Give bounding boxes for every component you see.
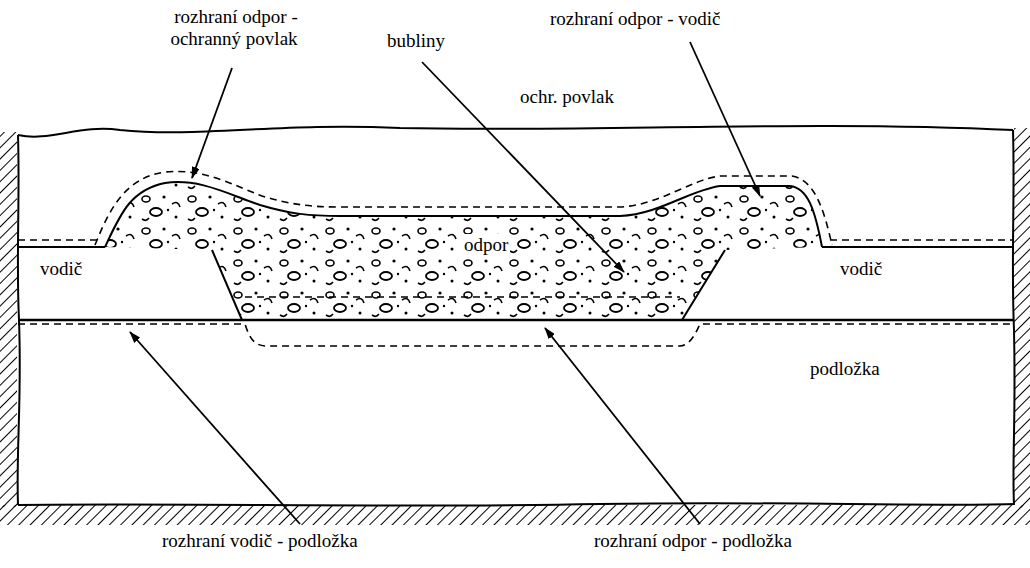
label-text: odpor — [462, 234, 510, 255]
label-text: rozhraní vodič - podložka — [160, 530, 360, 551]
leader-label: rozhraní odpor - ochranný povlak — [150, 6, 320, 50]
leader-label: bubliny — [385, 30, 447, 52]
label-text: bubliny — [385, 30, 447, 51]
layer-label: vodič — [838, 258, 884, 280]
layer-label: vodič — [38, 258, 84, 280]
label-text: vodič — [38, 258, 84, 279]
label-text: podložka — [808, 358, 882, 379]
layer-label: podložka — [808, 358, 882, 380]
label-text: rozhraní odpor - podložka — [592, 530, 794, 551]
layer-label: odpor — [462, 234, 510, 256]
bubble-texture — [100, 175, 830, 325]
leader-lines — [130, 42, 760, 524]
label-text: rozhraní odpor - ochranný povlak — [170, 6, 299, 49]
hatched-edges — [0, 128, 1030, 525]
leader-label: rozhraní odpor - vodič — [548, 8, 722, 30]
leader-label: rozhraní odpor - podložka — [592, 530, 794, 552]
label-text: ochr. povlak — [518, 86, 616, 107]
interface-dashes — [18, 171, 1013, 346]
leader-label: rozhraní vodič - podložka — [160, 530, 360, 552]
layer-label: ochr. povlak — [518, 86, 616, 108]
label-text: rozhraní odpor - vodič — [548, 8, 722, 29]
label-text: vodič — [838, 258, 884, 279]
layer-outlines — [18, 126, 1015, 506]
